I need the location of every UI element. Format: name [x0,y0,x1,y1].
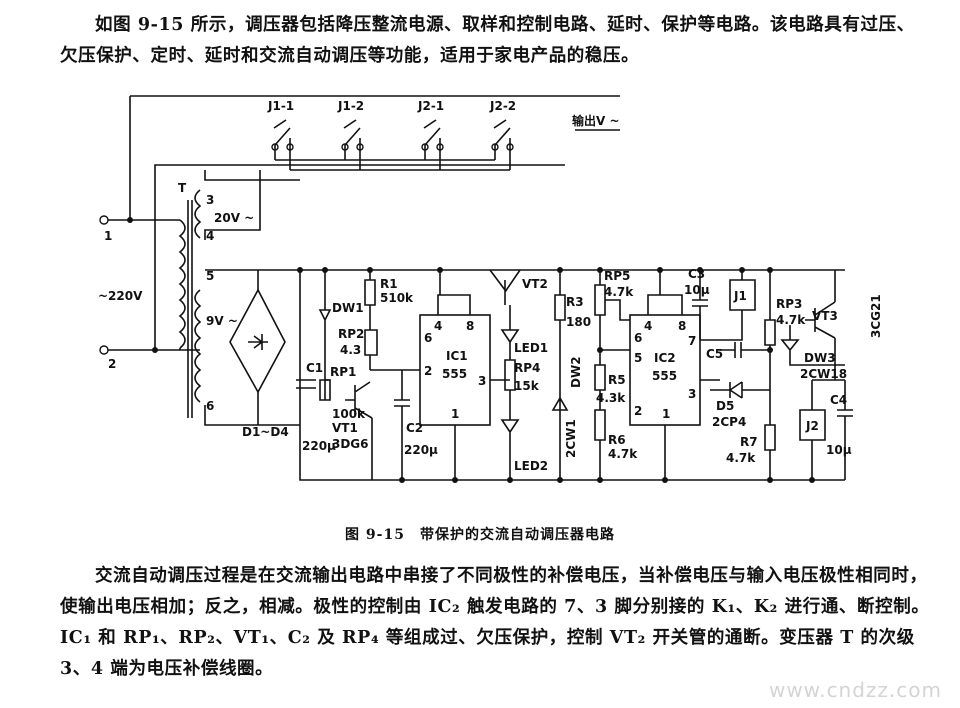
label-rp5: RP5 [604,269,630,283]
pin-ic2-5: 5 [634,351,642,365]
label-d5-type: 2CP4 [712,415,746,429]
label-dw3-type: 2CW18 [800,367,847,381]
label-terminal-2: 2 [108,357,116,371]
label-vt1: VT1 [332,421,358,435]
label-vt1-type: 3DG6 [332,437,369,451]
label-vt2: VT2 [522,277,548,291]
pin-ic1-8: 8 [466,319,474,333]
label-c2-value: 220μ [404,443,438,457]
label-j1-1: J1-1 [267,99,294,113]
label-dw1: DW1 [332,301,364,315]
label-c2: C2 [406,421,423,435]
label-j1-2: J1-2 [337,99,364,113]
label-r5: R5 [608,373,626,387]
label-led2: LED2 [514,459,548,473]
watermark: www.cndzz.com [768,678,942,702]
label-terminal-1: 1 [104,229,112,243]
pin-ic2-4: 4 [644,319,652,333]
pin-ic1-4: 4 [434,319,442,333]
label-c5: C5 [706,347,723,361]
pin-ic2-2: 2 [634,404,642,418]
label-output: 输出V ~ [572,113,620,128]
label-r1: R1 [380,277,398,291]
label-r3-value: 180 [566,315,591,329]
label-j1: J1 [733,289,747,303]
pin-ic2-1: 1 [662,407,670,421]
label-dw2: DW2 [569,356,583,388]
label-sec-voltage: 9V ~ [206,314,238,328]
label-rp2-value: 4.3 [340,343,361,357]
label-led1: LED1 [514,341,548,355]
label-rp2: RP2 [338,327,364,341]
label-winding-3: 3 [206,193,214,207]
label-c1: C1 [306,361,323,375]
pin-ic1-3: 3 [478,374,486,388]
label-ic2: IC2 [654,351,676,365]
pin-ic1-2: 2 [424,364,432,378]
label-winding-4: 4 [206,229,214,243]
label-c4-value: 10μ [826,443,852,457]
intro-paragraph: 如图 9-15 所示，调压器包括降压整流电源、取样和控制电路、延时、保护等电路。… [60,15,915,66]
pin-ic2-6: 6 [634,331,642,345]
label-r7: R7 [740,435,758,449]
label-transformer: T [178,181,187,195]
label-j2: J2 [805,419,819,433]
label-r1-value: 510k [380,291,414,305]
label-vt3: VT3 [812,309,838,323]
circuit-diagram: J1-1 J1-2 J2-1 J2-2 输出V ~ ~220V 1 2 T 3 … [98,95,883,483]
label-dw2-type: 2CW1 [564,419,578,458]
label-bridge: D1~D4 [242,425,289,439]
label-c3: C3 [688,267,705,281]
label-input: ~220V [98,289,143,303]
label-rp3-value: 4.7k [776,313,806,327]
label-rp4: RP4 [514,361,540,375]
label-dw3: DW3 [804,351,836,365]
body-paragraph: 交流自动调压过程是在交流输出电路中串接了不同极性的补偿电压，当补偿电压与输入电压… [60,566,930,679]
label-rp1: RP1 [330,365,356,379]
pin-ic2-8: 8 [678,319,686,333]
label-rp3: RP3 [776,297,802,311]
label-c1-value: 220μ [302,439,336,453]
label-j2-1: J2-1 [417,99,444,113]
label-rp5-value: 4.7k [604,285,634,299]
label-rp4-value: 15k [514,379,540,393]
label-r6-value: 4.7k [608,447,638,461]
pin-ic1-6: 6 [424,331,432,345]
label-r3: R3 [566,295,584,309]
label-ic1: IC1 [446,349,468,363]
label-r5-value: 4.3k [596,391,626,405]
pin-ic2-3: 3 [688,387,696,401]
label-vt3-type: 3CG21 [869,294,883,338]
pin-ic1-1: 1 [451,407,459,421]
label-j2-2: J2-2 [489,99,516,113]
pin-ic2-7: 7 [688,334,696,348]
label-winding-5: 5 [206,269,214,283]
label-d5: D5 [716,399,734,413]
label-ic1-type: 555 [442,367,467,381]
label-c4: C4 [830,393,847,407]
label-ic2-type: 555 [652,369,677,383]
label-comp-voltage: 20V ~ [214,211,254,225]
label-winding-6: 6 [206,399,214,413]
label-rp1-value: 100k [332,407,366,421]
label-c3-value: 10μ [684,283,710,297]
figure-caption: 图 9-15 带保护的交流自动调压器电路 [345,527,615,543]
label-r7-value: 4.7k [726,451,756,465]
label-r6: R6 [608,433,626,447]
